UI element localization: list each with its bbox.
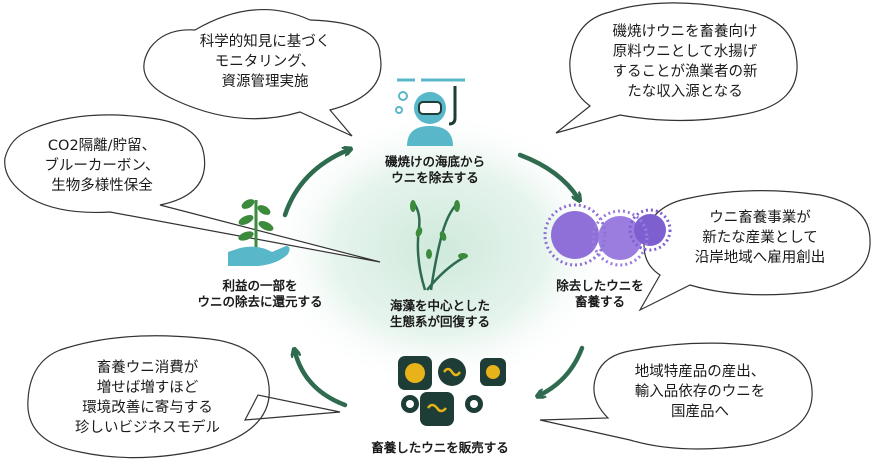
hand-plant-icon [228,199,290,266]
center-glow [265,110,615,390]
bubble-monitoring [143,8,382,137]
step-remove-label: 磯焼けの海底から ウニを除去する [384,154,485,185]
cycle-arrow-top-left [282,150,348,218]
bubble-income [555,2,798,134]
step-farm-label: 除去したウニを 畜養する [556,278,644,309]
bubble-domestic-text: 地域特産品の産出、 輸入品依存のウニを 国産品へ [634,364,766,420]
seaweed-icon [410,200,468,291]
diver-icon [395,78,465,146]
cycle-arrow-top-right [517,152,578,198]
bubble-income-text: 磯焼けウニを畜養向け 原料ウニとして水揚げ することが漁業者の新 たな収入源とな… [612,24,758,100]
step-return-label: 利益の一部を ウニの除去に還元する [197,278,323,309]
center-label: 海藻を中心とした 生態系が回復する [389,298,490,329]
bubble-employment-text: ウニ畜養事業が 新たな産業として 沿岸地域へ雇用創出 [694,210,826,266]
bubble-co2 [4,114,381,263]
cycle-arrow-bottom-left [295,352,348,408]
bubble-monitoring-text: 科学的知見に基づく モニタリング、 資源管理実施 [199,34,331,90]
step-sell-label: 畜養したウニを販売する [371,440,509,455]
bubble-business-text: 畜養ウニ消費が 増せば増すほど 環境改善に寄与する 珍しいビジネスモデル [75,360,220,436]
bubble-domestic [539,342,813,450]
sea-urchin-icon [543,203,672,267]
cycle-arrow-bottom-right [540,345,585,395]
sea-urchin-food-icon [398,356,506,426]
bubble-co2-text: CO2隔離/貯留、 ブルーカーボン、 生物多様性保全 [44,138,160,194]
bubble-business [27,335,341,459]
